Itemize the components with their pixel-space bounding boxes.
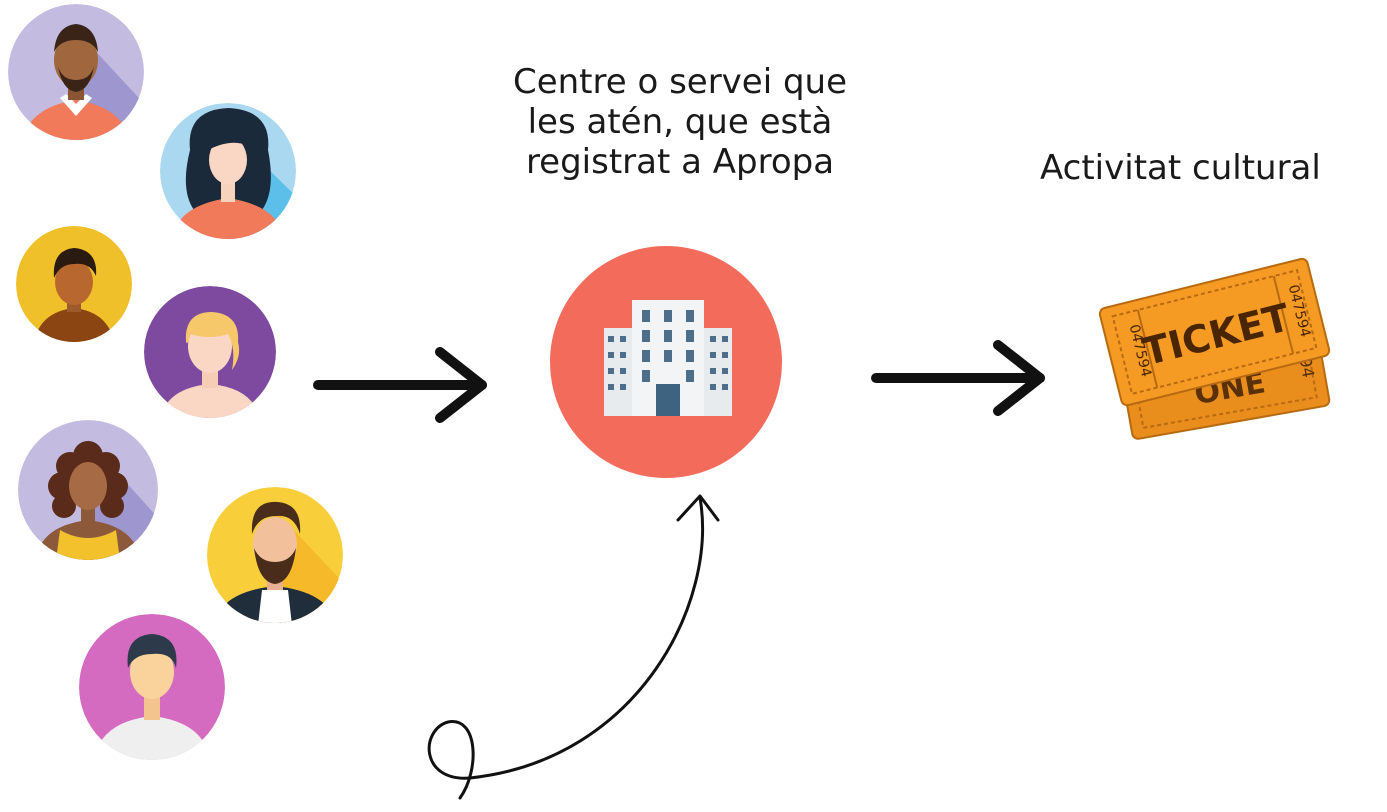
man-beard-avatar-icon (8, 4, 144, 140)
man-dark-hair-avatar-icon (79, 614, 225, 760)
man-short-hair-avatar-icon (16, 226, 132, 342)
tickets-icon: ONE 194 TICKET 047594 047594 (1098, 257, 1331, 440)
woman-blonde-avatar-icon (144, 286, 276, 418)
centre-label-line-1: Centre o servei que (512, 62, 848, 102)
building-icon (604, 300, 732, 416)
activity-label: Activitat cultural (1040, 148, 1321, 188)
woman-curly-hair-avatar-icon (18, 420, 158, 560)
man-hipster-avatar-icon (207, 487, 343, 623)
woman-long-hair-avatar-icon (160, 103, 296, 239)
loop-arrow-icon (427, 494, 720, 800)
right-arrow-icon (313, 347, 487, 423)
centre-label: Centre o servei que les atén, que està r… (470, 62, 890, 182)
right-arrow-icon (871, 340, 1045, 416)
centre-label-line-3: registrat a Apropa (525, 142, 835, 183)
centre-label-line-2: les atén, que està (527, 102, 833, 143)
